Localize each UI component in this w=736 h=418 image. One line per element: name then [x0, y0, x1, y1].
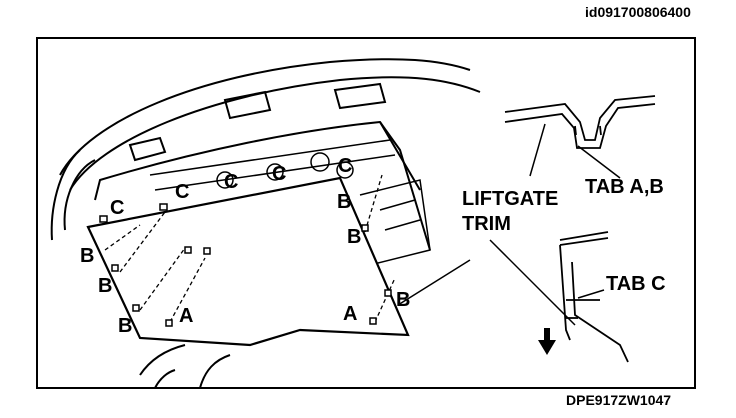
figure-code: DPE917ZW1047: [566, 392, 672, 408]
arrow-down-icon: [538, 328, 556, 355]
clip-markers: [99, 203, 392, 327]
tab-c-detail: [559, 231, 629, 363]
label-b: B: [98, 275, 112, 297]
vehicle-body-outline: [50, 58, 481, 389]
inner-gate-details: [149, 139, 431, 266]
tab-ab-detail: [504, 95, 656, 149]
label-b: B: [337, 191, 351, 213]
label-c: C: [175, 181, 189, 203]
label-b: B: [396, 289, 410, 311]
label-b: B: [347, 226, 361, 248]
label-b: B: [118, 315, 132, 337]
label-c: C: [110, 197, 124, 219]
tab-ab-label: TAB A,B: [585, 176, 664, 198]
liftgate-trim-panel: [86, 176, 410, 347]
liftgate-trim-label: LIFTGATE: [462, 188, 558, 210]
label-a: A: [343, 303, 357, 325]
label-c: C: [224, 171, 238, 193]
diagram-frame: [36, 37, 696, 389]
label-b: B: [80, 245, 94, 267]
clip-alignment-lines: [104, 174, 396, 323]
label-c: C: [272, 163, 286, 185]
leader-lines: [397, 123, 621, 326]
liftgate-trim-label: TRIM: [462, 213, 511, 235]
label-c: C: [338, 155, 352, 177]
tab-c-label: TAB C: [606, 273, 666, 295]
image-id: id091700806400: [585, 4, 691, 20]
upper-gate-structure: [94, 82, 431, 251]
label-a: A: [179, 305, 193, 327]
